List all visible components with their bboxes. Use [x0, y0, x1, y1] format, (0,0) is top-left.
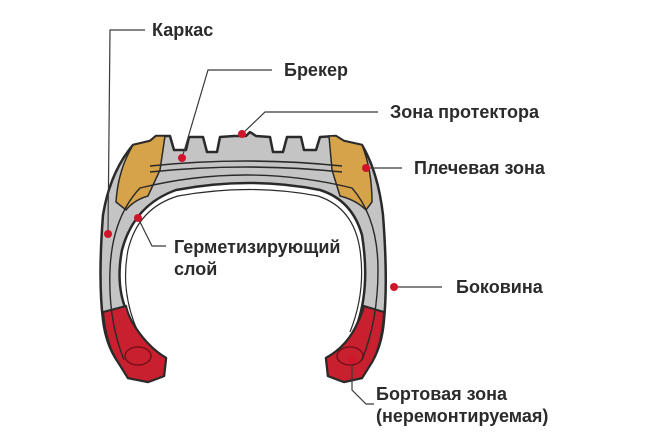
label-shoulder-zone: Плечевая зона [414, 158, 545, 178]
label-sidewall: Боковина [456, 277, 543, 297]
inner-liner-line [124, 188, 363, 333]
leader-breaker [181, 69, 272, 159]
breaker-layer-inner [149, 166, 343, 173]
marker-shoulder-zone [362, 164, 370, 172]
label-bead-zone-line1: Бортовая зона [376, 384, 507, 404]
carcass-ply-line [109, 174, 379, 361]
label-inner-liner: Герметизирующий слой [174, 236, 341, 280]
marker-breaker [178, 154, 186, 162]
label-carcass: Каркас [152, 20, 214, 40]
leader-bead-zone [351, 362, 374, 405]
label-tread-zone: Зона протектора [390, 102, 539, 122]
bead-core-left [124, 346, 152, 366]
bead-zone-left [101, 304, 168, 384]
leader-carcass [107, 29, 145, 235]
marker-bead-zone [348, 356, 356, 364]
label-bead-zone-line2: (неремонтируемая) [376, 406, 549, 426]
shoulder-zone-right [328, 135, 373, 212]
label-inner-liner-line2: слой [174, 259, 218, 279]
marker-inner-liner [134, 214, 142, 222]
label-inner-liner-line1: Герметизирующий [174, 237, 341, 257]
label-bead-zone: Бортовая зона (неремонтируемая) [376, 383, 548, 427]
breaker-layer-outer [149, 160, 343, 167]
leader-tread-zone [241, 111, 378, 135]
label-breaker: Брекер [284, 60, 348, 80]
marker-carcass [104, 230, 112, 238]
leader-lines [107, 29, 442, 405]
markers [104, 130, 398, 364]
shoulder-zone-left [115, 135, 166, 212]
leader-inner-liner [137, 217, 166, 247]
marker-tread-zone [238, 130, 246, 138]
marker-sidewall [390, 283, 398, 291]
